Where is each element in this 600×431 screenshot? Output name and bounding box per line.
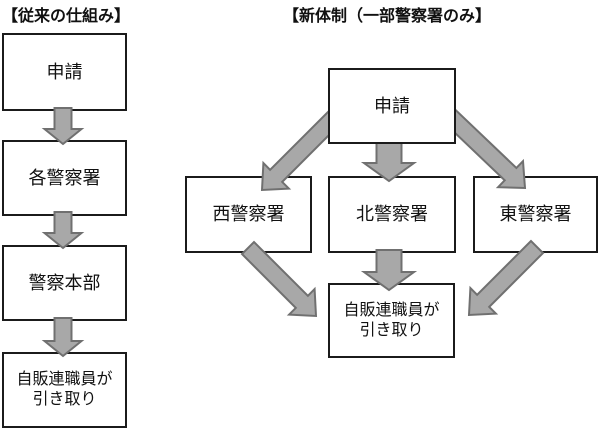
node-west-police-station: 西警察署	[185, 176, 312, 253]
arrow-legacy-each-to-hq	[41, 211, 85, 250]
arrow-legacy-hq-to-pickup	[41, 317, 85, 358]
legacy-chart-title: 【従来の仕組み】	[2, 8, 131, 25]
node-each-police-station: 各警察署	[2, 140, 127, 216]
node-pickup-legacy: 自販連職員が 引き取り	[2, 352, 127, 428]
new-chart-title: 【新体制（一部警察署のみ】	[283, 8, 492, 25]
arrow-new-app-to-north	[360, 139, 418, 183]
node-east-police-station: 東警察署	[473, 176, 598, 253]
node-application-legacy: 申請	[2, 33, 127, 111]
arrow-legacy-app-to-each	[41, 107, 85, 146]
node-application-new: 申請	[328, 68, 456, 144]
node-pickup-new: 自販連職員が 引き取り	[328, 283, 455, 358]
node-north-police-station: 北警察署	[328, 176, 456, 253]
arrow-new-west-to-pickup	[240, 240, 318, 318]
node-police-headquarters: 警察本部	[2, 245, 127, 321]
